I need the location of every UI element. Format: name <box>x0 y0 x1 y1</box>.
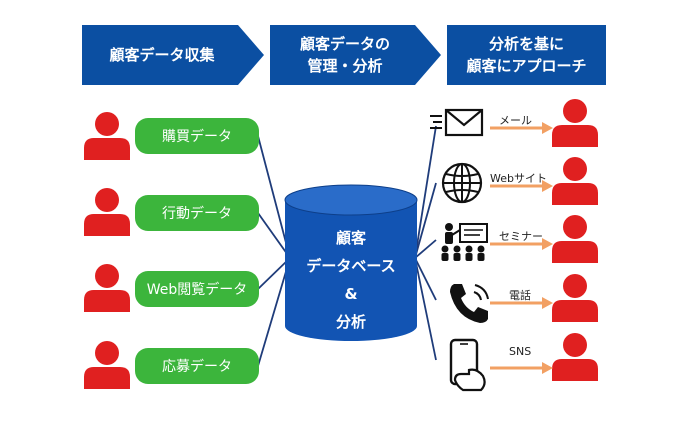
connector-line <box>257 212 291 259</box>
database-label-line4: 分析 <box>335 313 366 331</box>
header-arrow-analyze <box>270 25 441 85</box>
person-icon <box>552 333 598 381</box>
header-arrow-collect <box>82 25 264 85</box>
header-analyze: 顧客データの 管理・分析 <box>270 25 420 85</box>
header-arrow-approach <box>447 25 606 85</box>
channel-label-phone: 電話 <box>509 289 531 302</box>
header-collect: 顧客データ収集 <box>82 25 242 85</box>
person-icon <box>552 215 598 263</box>
connector-line <box>257 257 291 290</box>
arrow-head <box>542 238 553 250</box>
header-approach: 分析を基に 顧客にアプローチ <box>447 25 606 85</box>
database-label-line2: データベース <box>306 257 396 275</box>
channel-label-sns: SNS <box>509 345 532 358</box>
connector-line <box>257 135 291 259</box>
person-icon <box>552 274 598 322</box>
person-icon <box>84 264 130 312</box>
arrow-head <box>542 122 553 134</box>
header-approach-line2: 顧客にアプローチ <box>466 57 587 75</box>
connector-line <box>414 257 437 301</box>
header-analyze-line2: 管理・分析 <box>307 57 383 75</box>
connector-lines-right <box>414 125 437 361</box>
connector-line <box>414 257 437 361</box>
pill-purchase-data: 購買データ <box>135 118 259 154</box>
arrow-head <box>542 297 553 309</box>
database-label-line3: & <box>344 285 358 303</box>
database-label-line1: 顧客 <box>335 229 366 247</box>
header-approach-line1: 分析を基に <box>488 35 564 53</box>
connector-line <box>414 182 437 259</box>
person-icon <box>552 99 598 147</box>
database-label: 顧客 データベース & 分析 <box>285 224 417 336</box>
globe-icon <box>441 162 483 204</box>
channel-label-seminar: セミナー <box>499 230 543 243</box>
person-icon <box>84 341 130 389</box>
phone-icon <box>450 284 489 323</box>
person-icon <box>84 188 130 236</box>
connector-lines-left <box>257 135 291 367</box>
connector-line <box>414 125 437 259</box>
person-icon <box>552 157 598 205</box>
header-analyze-line1: 顧客データの <box>299 35 390 53</box>
person-icon <box>84 112 130 160</box>
channel-label-email: メール <box>499 114 532 127</box>
channel-label-website: Webサイト <box>490 172 547 185</box>
arrow-head <box>542 362 553 374</box>
pill-behavior-data: 行動データ <box>135 195 259 231</box>
connector-line <box>414 239 437 259</box>
pill-web-browsing-data: Web閲覧データ <box>135 271 259 307</box>
smartphone-icon <box>449 338 486 392</box>
connector-line <box>257 257 291 367</box>
arrow-head <box>542 180 553 192</box>
header-collect-line1: 顧客データ収集 <box>109 46 215 64</box>
pill-application-data: 応募データ <box>135 348 259 384</box>
seminar-icon <box>441 223 488 261</box>
envelope-icon <box>430 108 484 137</box>
database-cylinder <box>284 184 418 341</box>
